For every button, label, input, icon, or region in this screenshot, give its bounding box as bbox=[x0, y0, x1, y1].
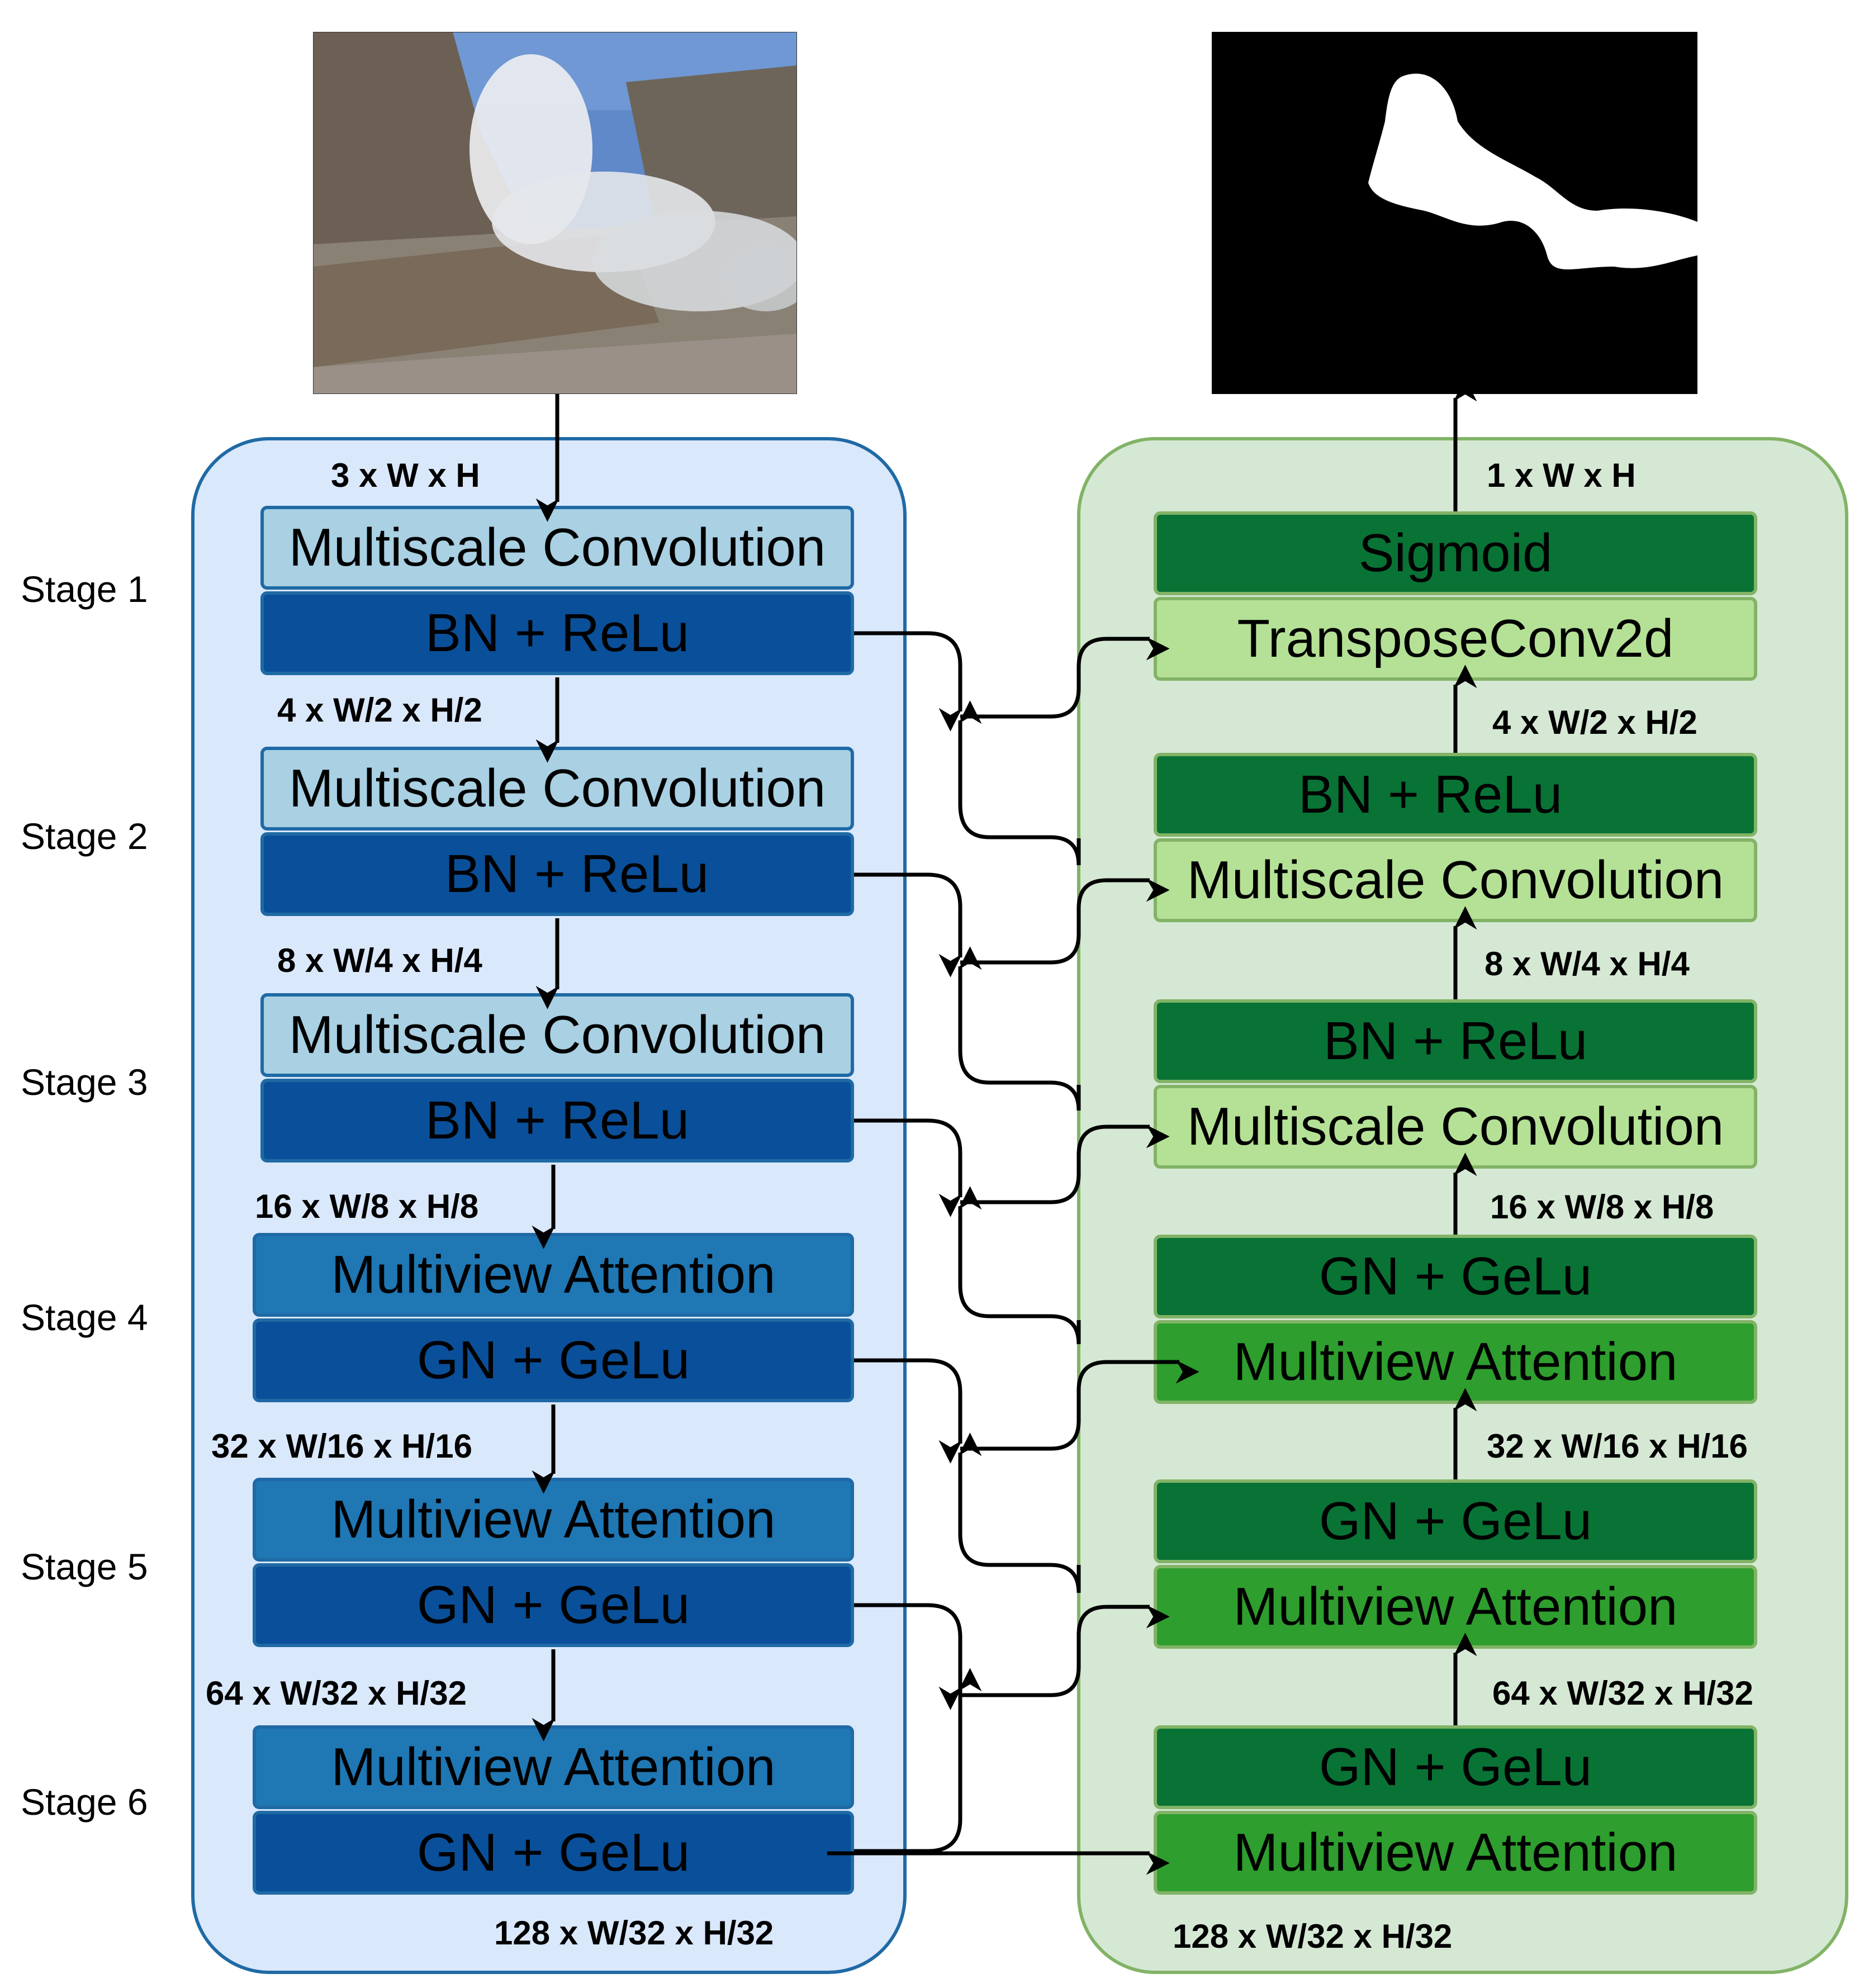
stage-label: Stage 3 bbox=[21, 1061, 148, 1103]
stage-label: Stage 2 bbox=[21, 815, 148, 857]
skip-enc4 bbox=[854, 1358, 962, 1464]
decoder-multiscale-conv: Multiscale Convolution bbox=[1154, 1085, 1757, 1169]
output-mask bbox=[1212, 32, 1697, 394]
decoder-dim-label: 8 x W/4 x H/4 bbox=[1484, 945, 1690, 983]
skip-enc3 bbox=[854, 1118, 962, 1217]
stage-label: Stage 6 bbox=[21, 1781, 148, 1823]
stage-label: Stage 5 bbox=[21, 1546, 148, 1587]
encoder-dim-label: 64 x W/32 x H/32 bbox=[206, 1674, 467, 1712]
decoder-bn-relu: BN + ReLu bbox=[1154, 999, 1757, 1083]
encoder-bn-relu: BN + ReLu bbox=[260, 832, 854, 916]
encoder-gn-gelu: GN + GeLu bbox=[253, 1318, 854, 1402]
stage-label: Stage 4 bbox=[21, 1297, 148, 1338]
encoder-dim-label: 16 x W/8 x H/8 bbox=[255, 1188, 479, 1225]
decoder-dim-label: 128 x W/32 x H/32 bbox=[1173, 1918, 1453, 1955]
feed-up-3 bbox=[958, 1186, 1081, 1345]
decoder-dim-label: 1 x W x H bbox=[1487, 457, 1636, 494]
encoder-dim-label: 4 x W/2 x H/2 bbox=[277, 691, 482, 729]
encoder-dim-label: 8 x W/4 x H/4 bbox=[277, 942, 482, 979]
decoder-multiview-attention: Multiview Attention bbox=[1154, 1320, 1757, 1404]
decoder-gn-gelu: GN + GeLu bbox=[1154, 1235, 1757, 1318]
feed-up-2 bbox=[958, 946, 1081, 1111]
encoder-gn-gelu: GN + GeLu bbox=[253, 1811, 854, 1895]
skip-to-dec-msconv2 bbox=[960, 1125, 1170, 1204]
skip-to-dec-attn2 bbox=[960, 1605, 1170, 1697]
decoder-bn-relu: BN + ReLu bbox=[1154, 753, 1757, 837]
skip-enc5 bbox=[854, 1603, 962, 1710]
decoder-multiview-attention: Multiview Attention bbox=[1154, 1811, 1757, 1895]
feed-up-4 bbox=[958, 1432, 1081, 1593]
skip-to-dec-attn1 bbox=[960, 1360, 1199, 1451]
decoder-sigmoid: Sigmoid bbox=[1154, 511, 1757, 595]
encoder-bn-relu: BN + ReLu bbox=[260, 591, 854, 675]
skip-to-transposeconv bbox=[960, 637, 1170, 719]
encoder-dim-label: 3 x W x H bbox=[331, 457, 480, 494]
encoder-bn-relu: BN + ReLu bbox=[260, 1079, 854, 1163]
decoder-dim-label: 32 x W/16 x H/16 bbox=[1487, 1427, 1748, 1465]
stage-label: Stage 1 bbox=[21, 568, 148, 610]
encoder-panel bbox=[191, 437, 907, 1974]
encoder-gn-gelu: GN + GeLu bbox=[253, 1563, 854, 1647]
decoder-dim-label: 16 x W/8 x H/8 bbox=[1490, 1188, 1714, 1226]
decoder-gn-gelu: GN + GeLu bbox=[1154, 1479, 1757, 1563]
encoder-dim-label: 128 x W/32 x H/32 bbox=[494, 1914, 774, 1952]
input-photo-drawing bbox=[313, 32, 797, 394]
decoder-dim-label: 4 x W/2 x H/2 bbox=[1492, 704, 1697, 741]
decoder-panel bbox=[1077, 437, 1848, 1974]
decoder-gn-gelu: GN + GeLu bbox=[1154, 1725, 1757, 1809]
output-mask-drawing bbox=[1368, 73, 1697, 269]
decoder-dim-label: 64 x W/32 x H/32 bbox=[1492, 1674, 1753, 1712]
skip-enc1 bbox=[854, 631, 962, 732]
skip-to-dec-msconv1 bbox=[960, 878, 1170, 965]
skip-enc2 bbox=[854, 872, 962, 978]
feed-up-1 bbox=[958, 700, 1081, 866]
encoder-dim-label: 32 x W/16 x H/16 bbox=[211, 1427, 472, 1465]
encoder-multiscale-conv: Multiscale Convolution bbox=[260, 747, 854, 831]
skip-enc6 bbox=[854, 1668, 982, 1853]
encoder-multiview-attention: Multiview Attention bbox=[253, 1725, 854, 1809]
input-image bbox=[313, 32, 797, 394]
